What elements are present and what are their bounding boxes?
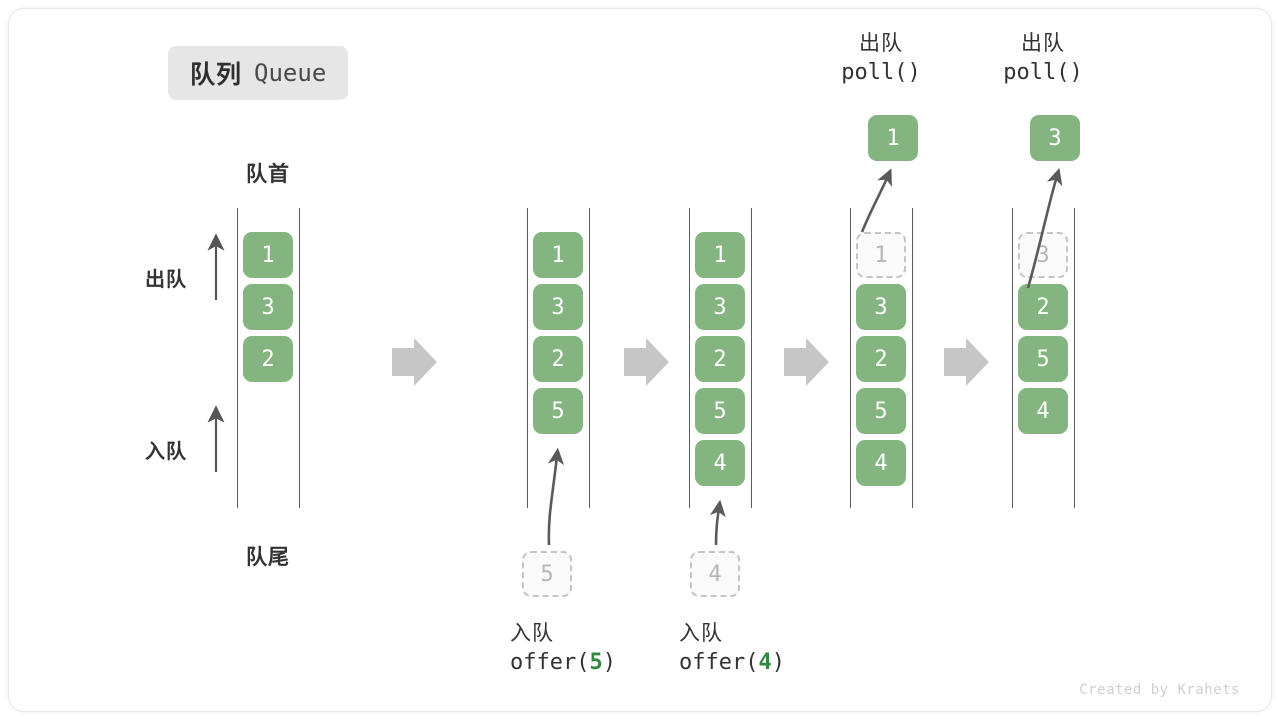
offer-4-caption-code: offer(4) [679,648,785,678]
queue-rail-right [912,208,913,508]
queue-element: 2 [856,336,906,382]
poll-1-caption: 出队 poll() [806,30,956,88]
queue-element: 1 [695,232,745,278]
queue-element: 5 [856,388,906,434]
queue-element: 4 [1018,388,1068,434]
queue-element: 3 [695,284,745,330]
queue-ghost-slot: 1 [856,232,906,278]
offer-5-code-prefix: offer( [510,650,590,676]
poll-1-caption-code: poll() [841,60,921,86]
queue-tail-label: 队尾 [246,546,290,569]
popped-box-1: 1 [868,115,918,161]
offer-5-code-suffix: ) [602,650,616,676]
queue-element: 3 [533,284,583,330]
queue-rail-right [751,208,752,508]
queue-element: 2 [695,336,745,382]
popped-box-3: 3 [1030,115,1080,161]
queue-element: 3 [243,284,293,330]
offer-4-code-prefix: offer( [679,650,759,676]
poll-1-caption-cn: 出队 [859,32,903,55]
queue-ghost-slot: 3 [1018,232,1068,278]
queue-element: 5 [695,388,745,434]
queue-rail-left [527,208,528,508]
poll-3-caption-cn: 出队 [1021,32,1065,55]
queue-rail-left [237,208,238,508]
queue-rail-left [689,208,690,508]
queue-rail-right [1074,208,1075,508]
queue-element: 2 [533,336,583,382]
queue-element: 1 [533,232,583,278]
queue-rail-left [850,208,851,508]
incoming-box-5: 5 [522,551,572,597]
diagram-card [8,8,1272,712]
offer-5-caption-code: offer(5) [510,648,616,678]
offer-5-code-value: 5 [589,650,603,676]
offer-5-caption-cn: 入队 [510,622,554,645]
poll-3-caption: 出队 poll() [968,30,1118,88]
dequeue-label: 出队 [145,269,187,291]
queue-element: 5 [1018,336,1068,382]
queue-element: 5 [533,388,583,434]
offer-4-code-suffix: ) [771,650,785,676]
queue-head-label: 队首 [246,163,290,186]
poll-3-caption-code: poll() [1003,60,1083,86]
enqueue-label: 入队 [145,441,187,463]
offer-5-caption: 入队 offer(5) [510,620,616,678]
queue-element: 1 [243,232,293,278]
credit-text: Created by Krahets [1079,682,1240,698]
queue-rail-right [589,208,590,508]
title-en: Queue [254,59,327,87]
queue-element: 2 [243,336,293,382]
title-badge: 队列 Queue [168,46,349,100]
offer-4-caption: 入队 offer(4) [679,620,785,678]
title-cn: 队列 [190,61,243,89]
queue-rail-left [1012,208,1013,508]
queue-element: 4 [856,440,906,486]
incoming-box-4: 4 [690,551,740,597]
offer-4-caption-cn: 入队 [679,622,723,645]
queue-rail-right [299,208,300,508]
offer-4-code-value: 4 [758,650,772,676]
queue-element: 4 [695,440,745,486]
queue-element: 3 [856,284,906,330]
queue-element: 2 [1018,284,1068,330]
